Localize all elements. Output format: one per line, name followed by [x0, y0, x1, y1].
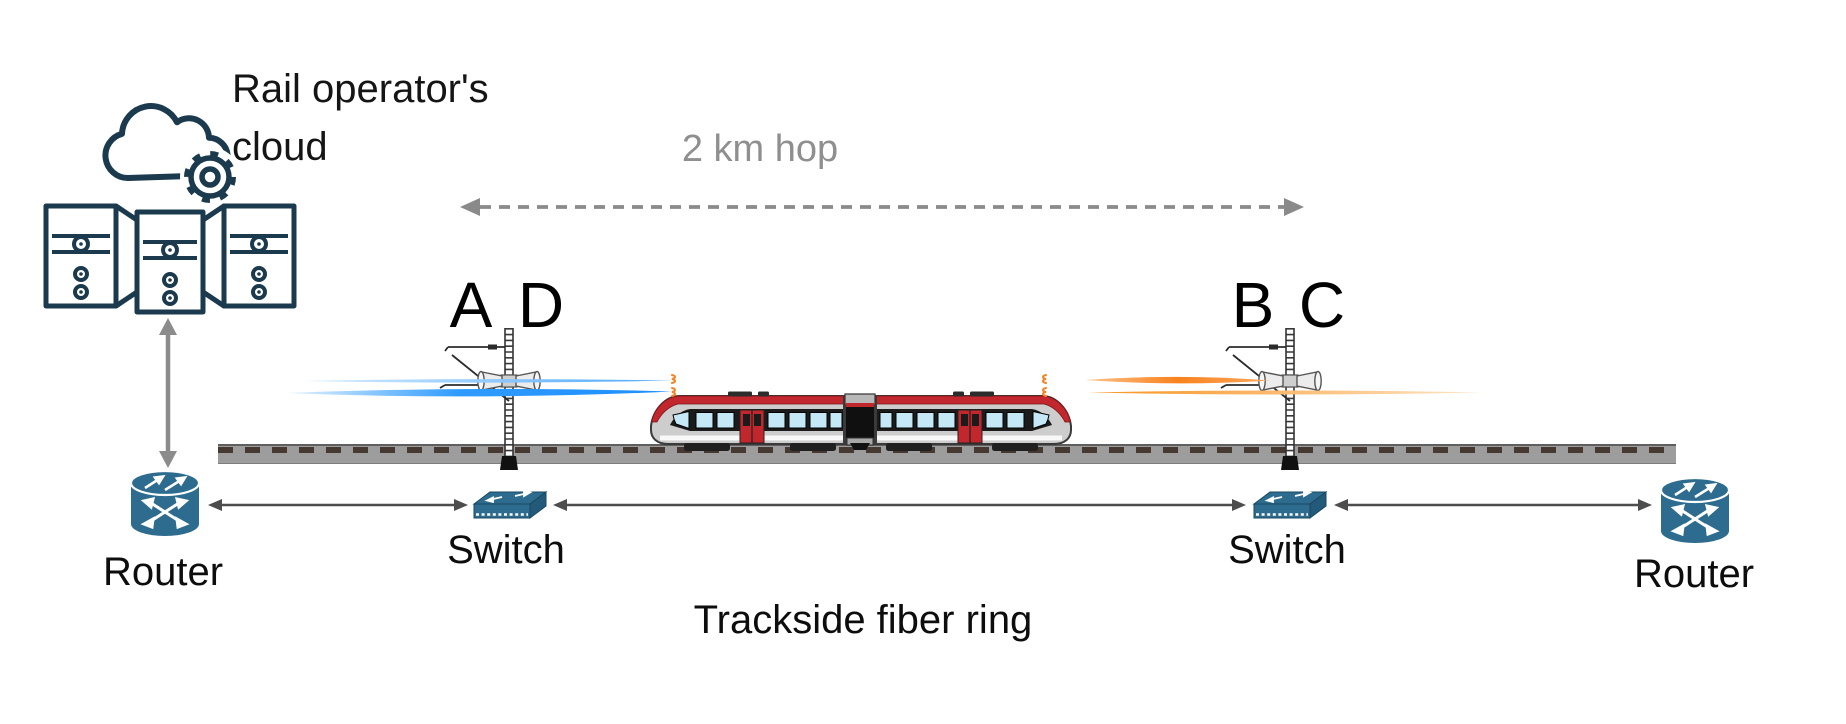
switch-left-label: Switch — [447, 528, 565, 572]
cloud-gear-icon — [102, 103, 240, 204]
cloud-label-line1: Rail operator's — [232, 67, 489, 111]
router-cross-arrows — [140, 497, 190, 530]
hop-distance-label: 2 km hop — [681, 128, 839, 170]
gear-icon — [180, 147, 240, 204]
router-right-icon — [1659, 476, 1731, 543]
cloud-router-link-arrow — [159, 318, 177, 468]
router-left-icon — [129, 469, 201, 536]
fiber-arrowheads — [208, 499, 1652, 511]
router-cross-arrows — [1670, 504, 1720, 537]
server-details — [52, 234, 288, 306]
antenna-label-c: C — [1298, 269, 1346, 341]
horn-antenna-icon — [1258, 370, 1322, 392]
server-stack-icon — [43, 203, 297, 315]
train-windows — [695, 412, 1025, 429]
train-antenna-signal-marks — [671, 374, 1047, 397]
fiber-ring-label: Trackside fiber ring — [693, 598, 1033, 642]
antenna-label-a: A — [449, 269, 493, 341]
fiber-link-line — [208, 499, 1652, 511]
hop-distance-arrow — [460, 198, 1304, 216]
train-gangway — [843, 393, 877, 446]
switch-arrows — [484, 490, 533, 504]
router-top-arrows — [144, 474, 188, 492]
server-led-dots — [79, 242, 261, 300]
switch-right-label: Switch — [1228, 528, 1346, 572]
train-doors — [739, 409, 983, 444]
switch-arrows — [1264, 490, 1313, 504]
track-sleepers — [218, 447, 1676, 453]
train-roof-equipment — [728, 391, 994, 397]
radio-waves-layer — [284, 374, 1482, 397]
cloud-label: Rail operator's cloud — [232, 60, 489, 176]
radio-waves-orange — [1085, 376, 1482, 395]
antenna-label-b: B — [1231, 269, 1275, 341]
router-top-arrows — [1674, 481, 1718, 499]
switch-right-icon — [1252, 490, 1328, 519]
antenna-label-d: D — [517, 269, 565, 341]
router-left-label: Router — [102, 550, 224, 594]
train-icon — [650, 391, 1072, 451]
radio-waves-blue — [284, 379, 672, 397]
cloud-label-line2: cloud — [232, 125, 328, 169]
train-bogies — [684, 443, 1038, 451]
switch-left-icon — [472, 490, 548, 519]
router-right-label: Router — [1633, 552, 1755, 596]
